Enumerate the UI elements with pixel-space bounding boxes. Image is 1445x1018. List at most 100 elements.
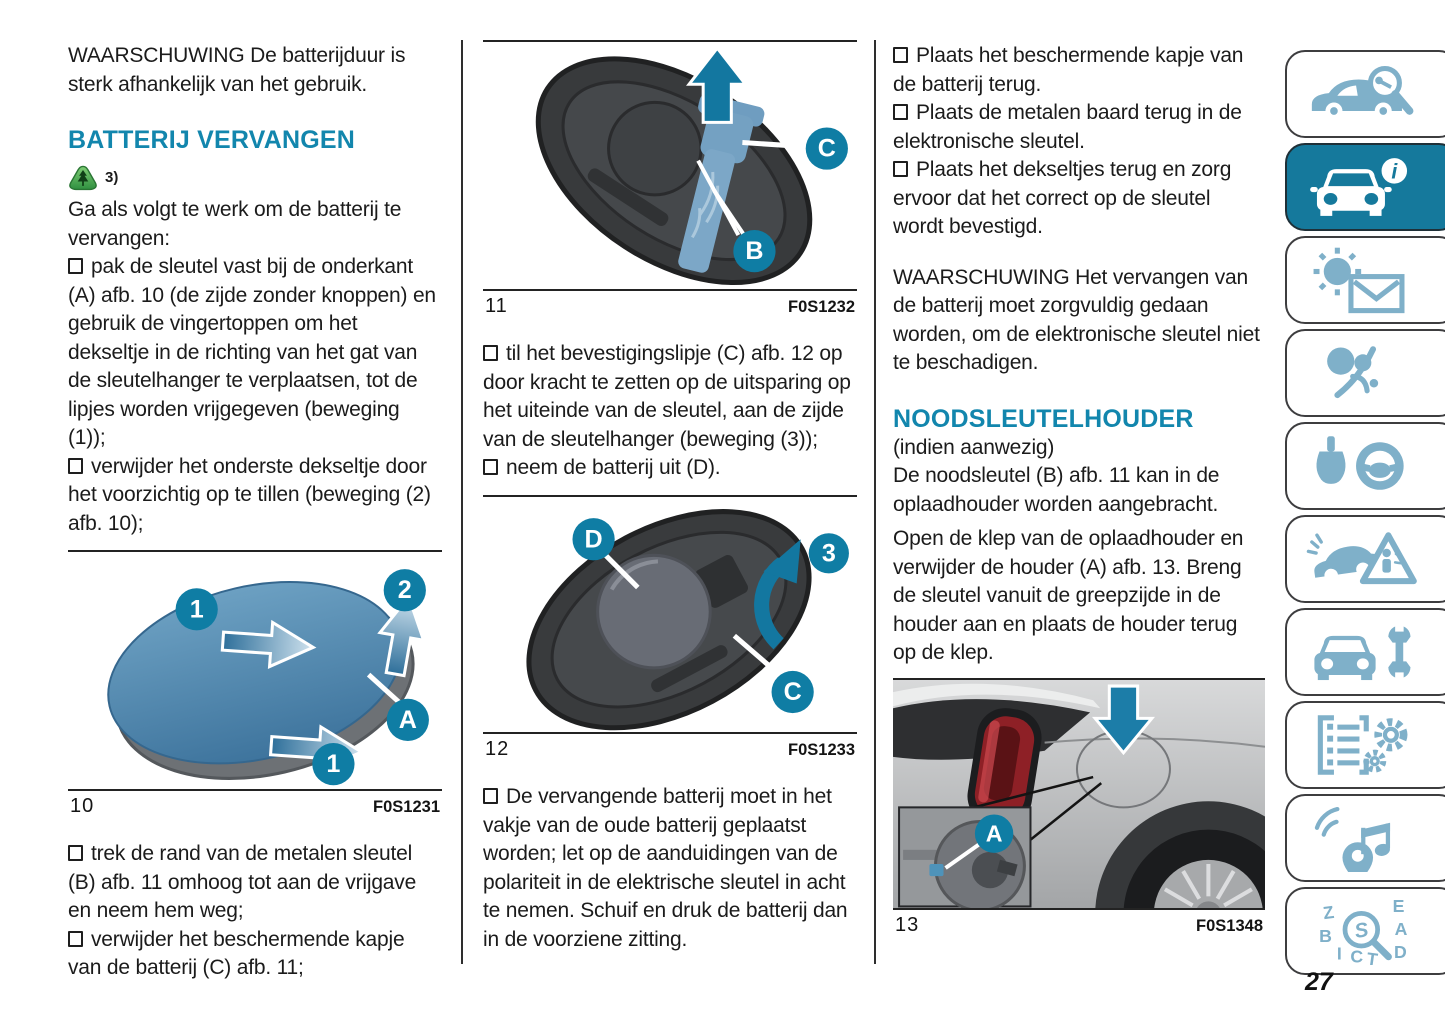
instruction-item: Plaats het dekseltjes terug en zorg ervo… xyxy=(893,158,1232,238)
figure-10: 1 2 1 A 10 F0S1231 xyxy=(68,550,442,818)
sidebar-tab-getting-to-know-car[interactable] xyxy=(1285,50,1445,138)
svg-text:E: E xyxy=(1393,897,1405,916)
airbag-safety-icon xyxy=(1327,346,1379,399)
figure-label-move2: 2 xyxy=(383,569,426,612)
leader-line xyxy=(603,553,640,590)
car-search-icon xyxy=(1311,65,1414,120)
availability-note: (indien aanwezig) xyxy=(893,435,1055,459)
instruction-item: pak de sleutel vast bij de onderkant (A)… xyxy=(68,255,436,449)
sidebar-tab-warning-lights[interactable] xyxy=(1285,236,1445,324)
figure-number: 10 xyxy=(70,795,95,818)
page-number: 27 xyxy=(1305,968,1333,996)
figure-code: F0S1231 xyxy=(373,798,440,817)
figure-label-move1b: 1 xyxy=(312,743,355,786)
sidebar-tab-safety[interactable] xyxy=(1285,329,1445,417)
square-bullet-icon xyxy=(893,47,908,63)
svg-text:3: 3 xyxy=(822,539,836,567)
eco-note-row: 3) xyxy=(68,162,442,192)
sidebar-tab-emergency[interactable] xyxy=(1285,515,1445,603)
svg-text:C: C xyxy=(784,678,802,706)
leader-line xyxy=(712,189,748,239)
up-arrow xyxy=(686,45,749,124)
sidebar-tab-technical-data[interactable] xyxy=(1285,701,1445,789)
figure-11: C B 11 F0S1232 xyxy=(483,40,857,318)
square-bullet-icon xyxy=(483,345,498,362)
section-heading-holder: NOODSLEUTELHOUDER xyxy=(893,404,1194,433)
warning-paragraph: WAARSCHUWING De batterijduur is sterk af… xyxy=(68,44,406,96)
figure-number: 13 xyxy=(895,913,920,936)
column-left: WAARSCHUWING De batterijduur is sterk af… xyxy=(68,42,442,983)
instruction-item: trek de rand van de metalen sleutel (B) … xyxy=(68,842,417,923)
square-bullet-icon xyxy=(483,459,498,476)
svg-text:i: i xyxy=(1391,160,1398,184)
figure-label-c: C xyxy=(771,670,814,713)
figure-caption: 13 F0S1348 xyxy=(893,910,1265,937)
figure-caption: 10 F0S1231 xyxy=(68,791,442,818)
svg-text:S: S xyxy=(1353,919,1371,943)
wheel-spokes xyxy=(1163,863,1253,907)
body-paragraph: Open de klep van de oplaadhouder en verw… xyxy=(893,527,1244,664)
figure-13: A 13 F0S1348 xyxy=(893,677,1265,937)
figure-label-move1: 1 xyxy=(175,588,218,631)
fig11-key-blade-illustration: C B xyxy=(483,42,857,290)
leader-line xyxy=(732,633,781,676)
svg-text:T: T xyxy=(1365,949,1379,965)
svg-text:1: 1 xyxy=(326,750,340,778)
down-arrow xyxy=(1091,684,1155,755)
svg-text:C: C xyxy=(1350,946,1363,965)
svg-text:A: A xyxy=(1395,919,1408,939)
instruction-item: til het bevestigingslipje (C) afb. 12 op… xyxy=(483,342,851,451)
recycling-triangle-icon xyxy=(69,165,97,190)
chapter-sidebar: i xyxy=(1285,50,1445,975)
svg-text:2: 2 xyxy=(398,576,412,604)
warning-lights-icon xyxy=(1313,247,1405,314)
fig13-car-charge-flap-photo: A xyxy=(893,679,1265,908)
warning-paragraph: WAARSCHUWING Het vervangen van de batter… xyxy=(893,265,1260,375)
figure-label-a: A xyxy=(974,813,1014,853)
column-divider xyxy=(874,40,876,964)
square-bullet-icon xyxy=(68,457,83,474)
sidebar-tab-starting-driving[interactable] xyxy=(1285,422,1445,510)
car-wrench-icon xyxy=(1314,621,1411,683)
instruction-item: De vervangende batterij moet in het vakj… xyxy=(483,785,848,951)
leader-line xyxy=(742,140,805,150)
svg-text:A: A xyxy=(986,820,1003,846)
lead-paragraph: Ga als volgt te werk om de batterij te v… xyxy=(68,198,402,250)
figure-caption: 11 F0S1232 xyxy=(483,291,857,318)
figure-code: F0S1233 xyxy=(788,741,855,760)
column-right: Plaats het beschermende kapje van de bat… xyxy=(893,42,1265,937)
svg-text:B: B xyxy=(745,237,763,265)
sidebar-tab-index[interactable]: Z E B A I C T D S xyxy=(1285,887,1445,975)
column-middle: C B 11 F0S1232 til het bevestigingslipje… xyxy=(483,40,857,954)
sidebar-tab-servicing[interactable] xyxy=(1285,608,1445,696)
figure-number: 12 xyxy=(485,738,510,761)
emergency-triangle-icon xyxy=(1306,532,1417,585)
svg-text:I: I xyxy=(1337,944,1342,964)
column-divider xyxy=(461,40,463,964)
square-bullet-icon xyxy=(893,104,908,120)
figure-label-a: A xyxy=(386,698,429,742)
svg-text:Z: Z xyxy=(1322,902,1336,923)
figure-label-c: C xyxy=(805,127,848,170)
square-bullet-icon xyxy=(483,788,498,805)
svg-text:1: 1 xyxy=(190,595,204,623)
instruction-item: verwijder het beschermende kapje van de … xyxy=(68,927,405,980)
instruction-item: Plaats het beschermende kapje van de bat… xyxy=(893,44,1244,96)
instruction-item: Plaats de metalen baard terug in de elek… xyxy=(893,101,1242,153)
square-bullet-icon xyxy=(68,258,83,274)
instruction-item: verwijder het onderste dekseltje door he… xyxy=(68,454,431,535)
figure-code: F0S1232 xyxy=(788,298,855,317)
body-paragraph: De noodsleutel (B) afb. 11 kan in de opl… xyxy=(893,464,1220,516)
figure-12: D 3 C 12 F0S1233 xyxy=(483,494,857,761)
figure-code: F0S1348 xyxy=(1196,916,1263,935)
figure-caption: 12 F0S1233 xyxy=(483,734,857,761)
section-heading-battery: BATTERIJ VERVANGEN xyxy=(68,126,355,154)
sidebar-tab-dashboard-info[interactable]: i xyxy=(1285,143,1445,231)
svg-text:D: D xyxy=(1394,942,1407,962)
figure-label-b: B xyxy=(733,229,776,273)
square-bullet-icon xyxy=(68,930,83,947)
fig10-key-fob-cover-illustration: 1 2 1 A xyxy=(68,552,442,790)
leader-line xyxy=(366,672,402,705)
sidebar-tab-multimedia[interactable] xyxy=(1285,794,1445,882)
